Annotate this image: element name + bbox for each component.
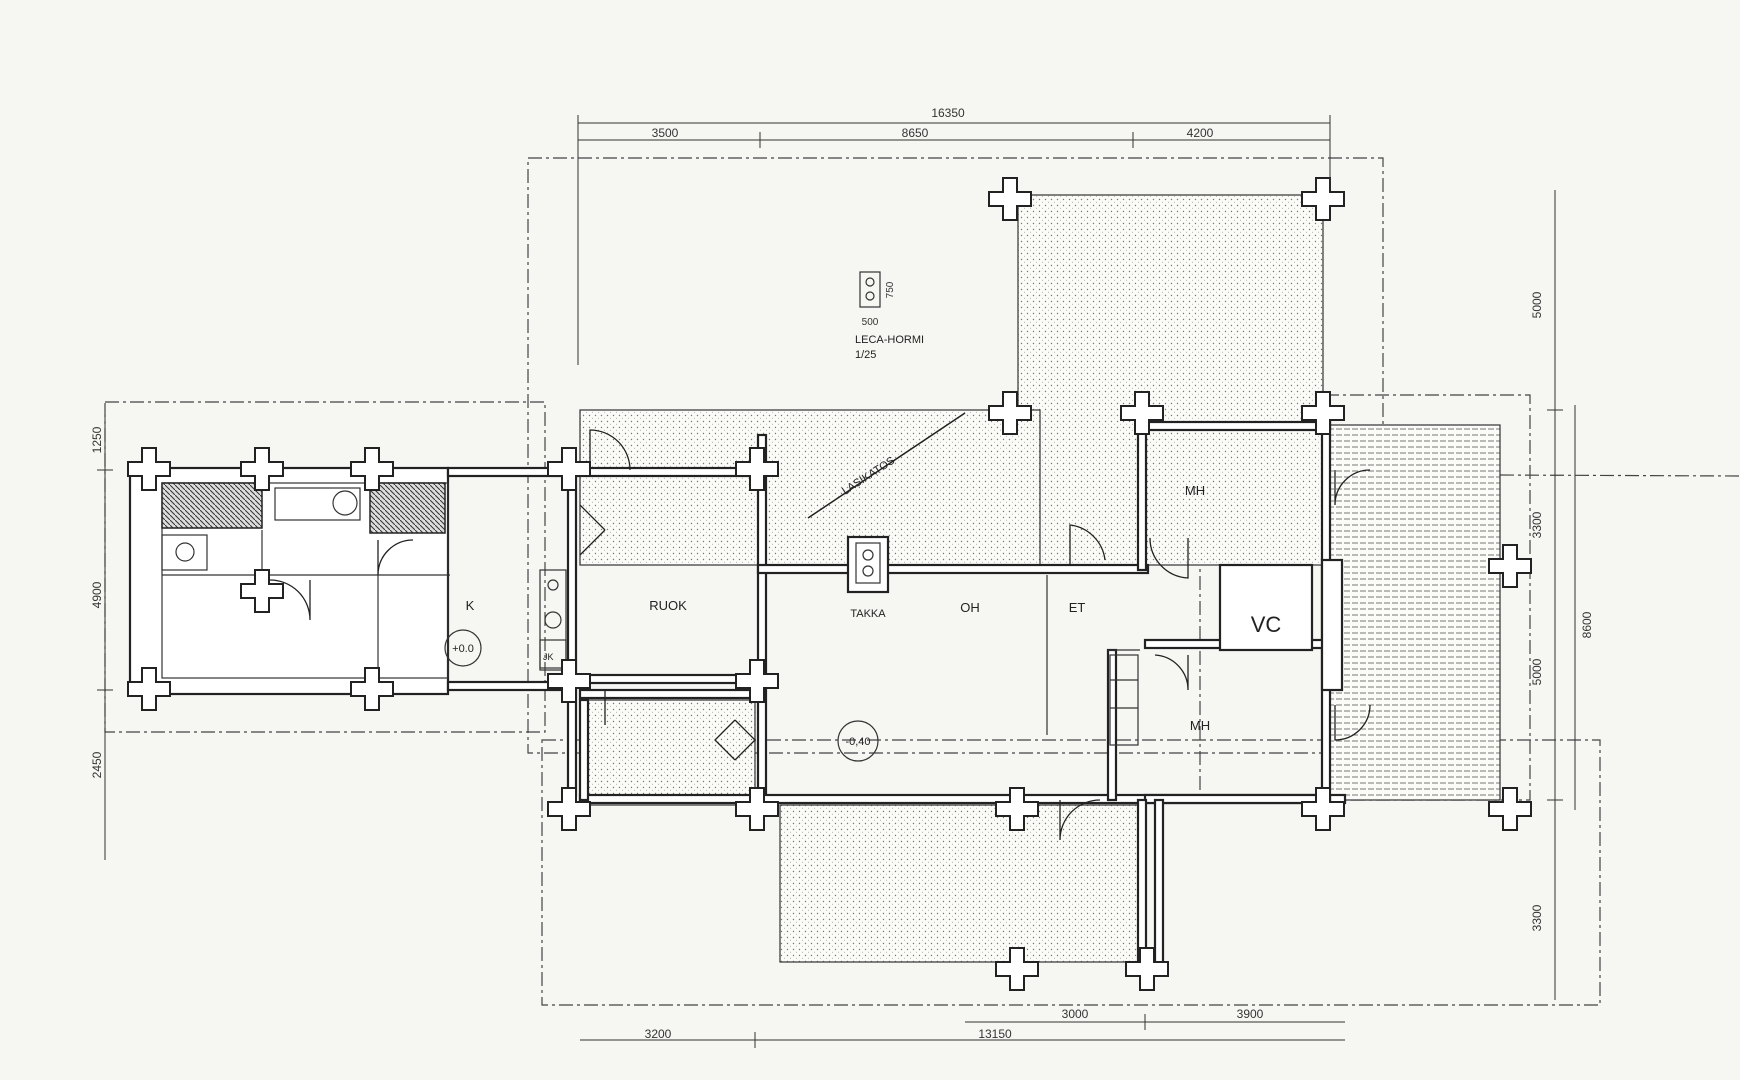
dimension-lines <box>97 115 1576 1048</box>
south-terrace <box>779 804 1146 963</box>
sauna-stove <box>369 482 446 534</box>
doors <box>579 429 1371 841</box>
dim-top-a: 3500 <box>652 126 679 140</box>
dim-chimney-w: 500 <box>862 317 879 328</box>
room-mh-upper: MH <box>1185 483 1205 498</box>
room-labels: K RUOK TAKKA OH ET MH MH VC <box>466 483 1282 733</box>
room-et: ET <box>1069 600 1086 615</box>
dim-right-d: 5000 <box>1530 658 1544 685</box>
fireplace <box>846 535 890 594</box>
level-marker-oh: -0,40 <box>837 720 879 762</box>
dim-top-b: 8650 <box>902 126 929 140</box>
glass-roof-line <box>807 412 966 519</box>
east-terrace <box>1324 424 1501 801</box>
level-k: +0.0 <box>452 643 474 655</box>
north-terrace <box>1017 194 1324 566</box>
west-wing <box>128 466 570 696</box>
room-takka: TAKKA <box>850 608 886 620</box>
chimney-scale: 1/25 <box>855 349 876 361</box>
dim-right-e: 3300 <box>1530 904 1544 931</box>
dim-right-b: 3300 <box>1530 511 1544 538</box>
dim-bottom-d: 3900 <box>1237 1007 1264 1021</box>
dim-bottom-c: 3000 <box>1062 1007 1089 1021</box>
level-marker-k: +0.0 <box>444 629 482 667</box>
kitchen-south-terrace <box>579 699 756 806</box>
room-k: K <box>466 598 475 613</box>
dim-chimney-h: 750 <box>885 281 896 298</box>
level-oh: -0,40 <box>845 736 870 748</box>
kitchen-fixtures <box>539 569 567 671</box>
dim-right-a: 5000 <box>1530 291 1544 318</box>
terraces <box>161 194 1501 963</box>
dimension-labels: 16350 3500 8650 4200 3200 13150 3000 390… <box>90 106 1594 1041</box>
dim-left-c: 2450 <box>90 751 104 778</box>
vc-room <box>1218 563 1314 652</box>
glass-roof-terrace <box>579 409 1041 566</box>
room-mh-lower: MH <box>1190 718 1210 733</box>
dim-top-total: 16350 <box>931 106 965 120</box>
dim-left-b: 4900 <box>90 581 104 608</box>
room-vc: VC <box>1251 612 1282 637</box>
room-ruok: RUOK <box>649 598 687 613</box>
dim-bottom-a: 3200 <box>645 1027 672 1041</box>
sauna-benches <box>161 482 263 529</box>
jk-label: JK <box>543 652 554 662</box>
room-oh: OH <box>960 600 980 615</box>
dim-right-c: 8600 <box>1580 611 1594 638</box>
chimney-symbol <box>859 271 881 308</box>
dim-top-c: 4200 <box>1187 126 1214 140</box>
log-corners <box>127 177 1532 991</box>
chimney-name: LECA-HORMI <box>855 334 924 346</box>
dim-bottom-b: 13150 <box>978 1027 1012 1041</box>
dim-left-a: 1250 <box>90 426 104 453</box>
